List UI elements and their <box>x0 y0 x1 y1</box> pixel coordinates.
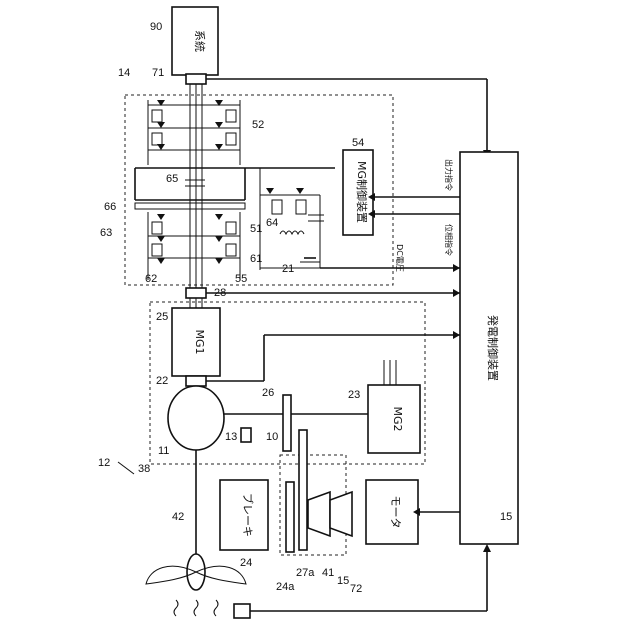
ref-42: 24 <box>240 557 252 569</box>
ref-27a: 72 <box>350 583 362 595</box>
battery-55 <box>300 258 320 262</box>
mg-controller-label: MG制御装置 <box>355 161 369 223</box>
wind-wave-1 <box>174 600 178 616</box>
ref-27b: 24a <box>276 581 295 593</box>
sensor-72 <box>234 604 250 618</box>
power-controller-label: 発電制御装置 <box>486 315 500 381</box>
arrow-29 <box>453 289 460 297</box>
grid-label: 系統 <box>193 30 207 52</box>
output-command-label: 出力指令 <box>444 159 454 191</box>
sensor-38 <box>241 428 251 442</box>
ref-24b: 27a <box>296 567 315 579</box>
ref-65: 65 <box>166 173 178 185</box>
ref-24: 41 <box>322 567 334 579</box>
gear-26-lower <box>299 430 307 550</box>
connector-28 <box>186 376 206 386</box>
gear-27b <box>286 482 294 552</box>
ref-63: 63 <box>100 227 112 239</box>
ref-21: 25 <box>156 311 168 323</box>
coupling-24a <box>330 492 352 536</box>
mg1-label: MG1 <box>193 329 206 354</box>
gearbox-23 <box>168 386 224 450</box>
ref-53: 64 <box>266 217 278 229</box>
mg2-label: MG2 <box>391 406 404 431</box>
ref-23: 11 <box>158 445 169 457</box>
dc-voltage-label: DC電圧 <box>395 244 404 272</box>
ref-66: 66 <box>104 201 116 213</box>
ref-14: 14 <box>118 67 130 79</box>
motor-label: モータ <box>389 496 402 529</box>
ref-13: 38 <box>138 463 150 475</box>
coupling-24b <box>308 492 330 536</box>
wind-wave-3 <box>214 600 218 616</box>
ref-22: 23 <box>348 389 360 401</box>
ref-52: 52 <box>252 119 264 131</box>
ref-10: 12 <box>98 457 110 469</box>
wind-wave-2 <box>194 600 198 616</box>
ref-55: 21 <box>282 263 294 275</box>
arrow-72 <box>483 544 491 552</box>
ref-12: 42 <box>172 511 184 523</box>
ref-10-leader <box>118 462 134 474</box>
ref-26: 10 <box>266 431 278 443</box>
ref-38: 13 <box>225 431 237 443</box>
ref-71: 71 <box>152 67 164 79</box>
bridge-51 <box>148 212 240 280</box>
ref-24a: 15 <box>337 575 349 587</box>
brake-label: ブレーキ <box>241 493 255 537</box>
arrow-dc-voltage <box>453 264 460 272</box>
connector-29 <box>186 288 206 298</box>
bridge-52 <box>148 100 240 165</box>
ref-54: 54 <box>352 137 364 149</box>
phase-command-label: 位相指令 <box>444 224 454 256</box>
ref-25: 26 <box>262 387 274 399</box>
arrow-28 <box>453 331 460 339</box>
ref-90: 90 <box>150 21 162 33</box>
connector-71 <box>186 74 206 84</box>
ref-61: 62 <box>145 273 157 285</box>
gear-26-upper <box>283 395 291 451</box>
ref-15: 15 <box>500 511 512 523</box>
ref-28: 22 <box>156 375 168 387</box>
ref-62: 55 <box>235 273 247 285</box>
